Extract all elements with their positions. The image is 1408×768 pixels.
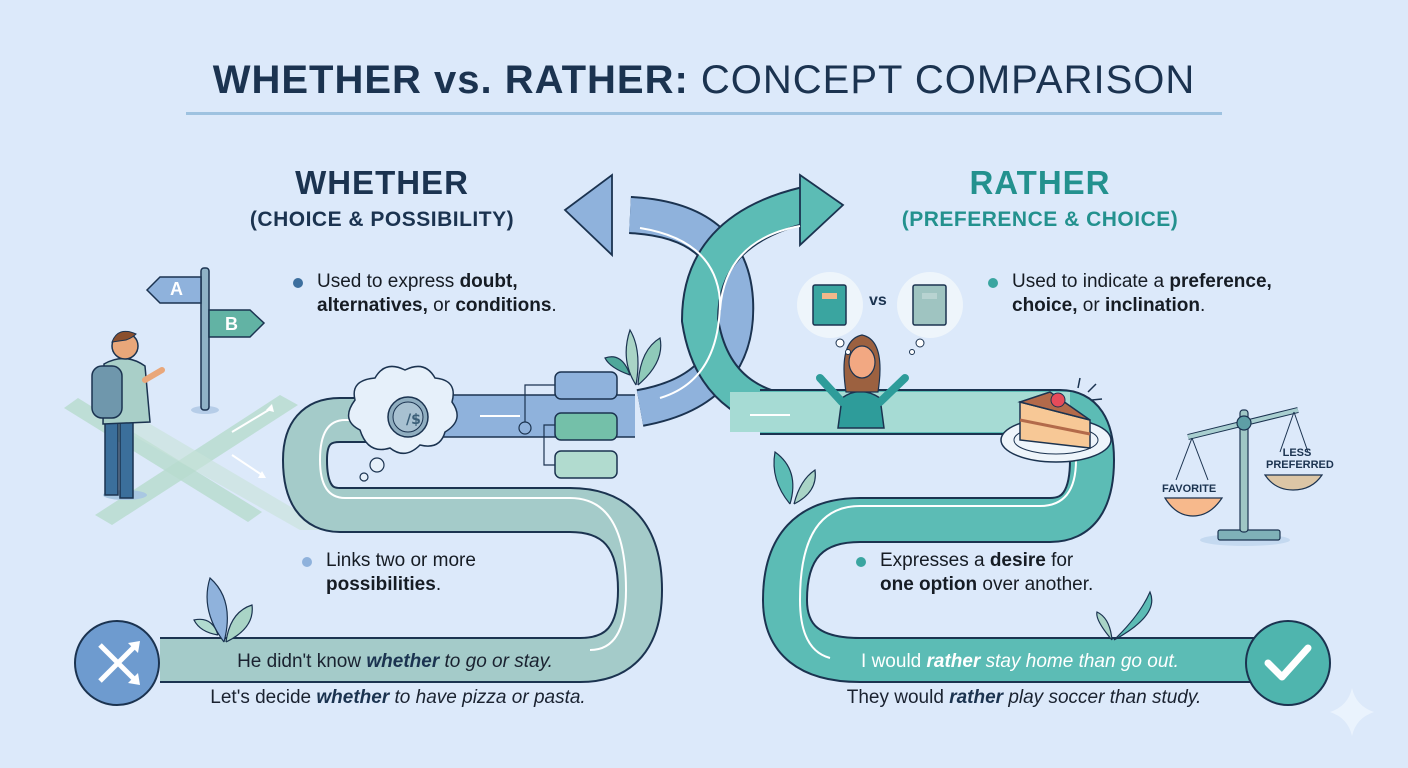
text: to go or stay. (439, 651, 553, 672)
bold-text: doubt, (459, 271, 518, 292)
page-title: WHETHER vs. RATHER: CONCEPT COMPARISON (0, 58, 1408, 103)
bold-text: alternatives, (317, 295, 428, 316)
whether-example-1: He didn't know whether to go or stay. (0, 651, 790, 673)
leaf-icon (1096, 590, 1153, 641)
text: Used to express (317, 271, 460, 292)
signpost-label-b: B (225, 314, 238, 334)
rather-subheading: (PREFERENCE & CHOICE) (901, 208, 1179, 231)
rather-example-1: I would rather stay home than go out. (740, 651, 1300, 673)
leaf-icon (773, 450, 816, 505)
text: Expresses a (880, 550, 990, 571)
options-flowchart-icon (518, 371, 618, 479)
whether-bullet-1: Used to express doubt, alternatives, or … (293, 270, 593, 318)
rather-road (730, 389, 1260, 683)
rather-bullet-1: Used to indicate a preference, choice, o… (988, 270, 1328, 318)
coin-flip-thought-icon: /$ (347, 365, 458, 482)
whether-subheading: (CHOICE & POSSIBILITY) (249, 208, 515, 231)
text: They would (846, 687, 950, 708)
whether-example-2: Let's decide whether to have pizza or pa… (0, 687, 796, 709)
bold-text: conditions (455, 295, 552, 316)
keyword: rather (949, 687, 1004, 708)
sparkle-icon (1330, 688, 1374, 736)
text: play soccer than study. (1003, 687, 1202, 708)
title-divider (186, 112, 1222, 115)
text: Let's decide (210, 687, 317, 708)
bullet-dot (293, 278, 303, 288)
text: for (1045, 550, 1074, 571)
cake-icon (1000, 377, 1112, 463)
rather-example-2: They would rather play soccer than study… (744, 687, 1304, 709)
bold-text: possibilities (326, 574, 436, 595)
bold-text: inclination (1104, 295, 1200, 316)
text: . (1199, 295, 1206, 316)
bullet-dot (302, 557, 312, 567)
checkmark-icon (1245, 620, 1331, 706)
text: Used to indicate a (1012, 271, 1170, 292)
bold-text: choice, (1012, 295, 1078, 316)
whether-heading: WHETHER (295, 164, 469, 201)
whether-heading-block: WHETHER (CHOICE & POSSIBILITY) (200, 164, 564, 232)
book-choice-icon (797, 272, 963, 338)
svg-text:/$: /$ (406, 412, 421, 428)
text: He didn't know (237, 651, 367, 672)
person-thinking-icon (816, 334, 925, 429)
bold-text: preference, (1169, 271, 1272, 292)
text: . (551, 295, 557, 316)
leaf-icon (193, 576, 253, 643)
whether-bullet-2: Links two or more possibilities. (302, 549, 522, 597)
bold-text: one option (880, 574, 978, 595)
text: or (427, 295, 456, 316)
scale-label-less: LESS (1282, 447, 1312, 459)
bold-text: desire (989, 550, 1046, 571)
leaf-icon (604, 328, 662, 386)
balance-scale-icon (1163, 407, 1324, 546)
bullet-dot (988, 278, 998, 288)
scale-label-less-preferred: LESS PREFERRED (1266, 447, 1334, 471)
signpost-label-a: A (170, 279, 183, 299)
text: Links two or more (326, 550, 476, 571)
crossing-arrows-icon (74, 620, 160, 706)
rather-heading: RATHER (969, 164, 1111, 201)
vs-label: vs (869, 292, 887, 309)
rather-heading-block: RATHER (PREFERENCE & CHOICE) (860, 164, 1220, 232)
text: over another. (977, 574, 1094, 595)
rather-bullet-2: Expresses a desire for one option over a… (856, 549, 1136, 597)
keyword: whether (316, 687, 390, 708)
scale-label-preferred: PREFERRED (1266, 459, 1334, 471)
text: or (1077, 295, 1105, 316)
text: stay home than go out. (980, 651, 1179, 672)
title-light: CONCEPT COMPARISON (700, 58, 1196, 102)
scale-label-favorite: FAVORITE (1162, 483, 1217, 495)
signpost-icon (145, 267, 266, 414)
person-with-backpack-icon (91, 330, 165, 500)
keyword: whether (366, 651, 440, 672)
keyword: rather (926, 651, 981, 672)
text: to have pizza or pasta. (389, 687, 586, 708)
title-bold: WHETHER vs. RATHER: (212, 58, 689, 102)
text: I would (861, 651, 927, 672)
bullet-dot (856, 557, 866, 567)
text: . (435, 574, 442, 595)
